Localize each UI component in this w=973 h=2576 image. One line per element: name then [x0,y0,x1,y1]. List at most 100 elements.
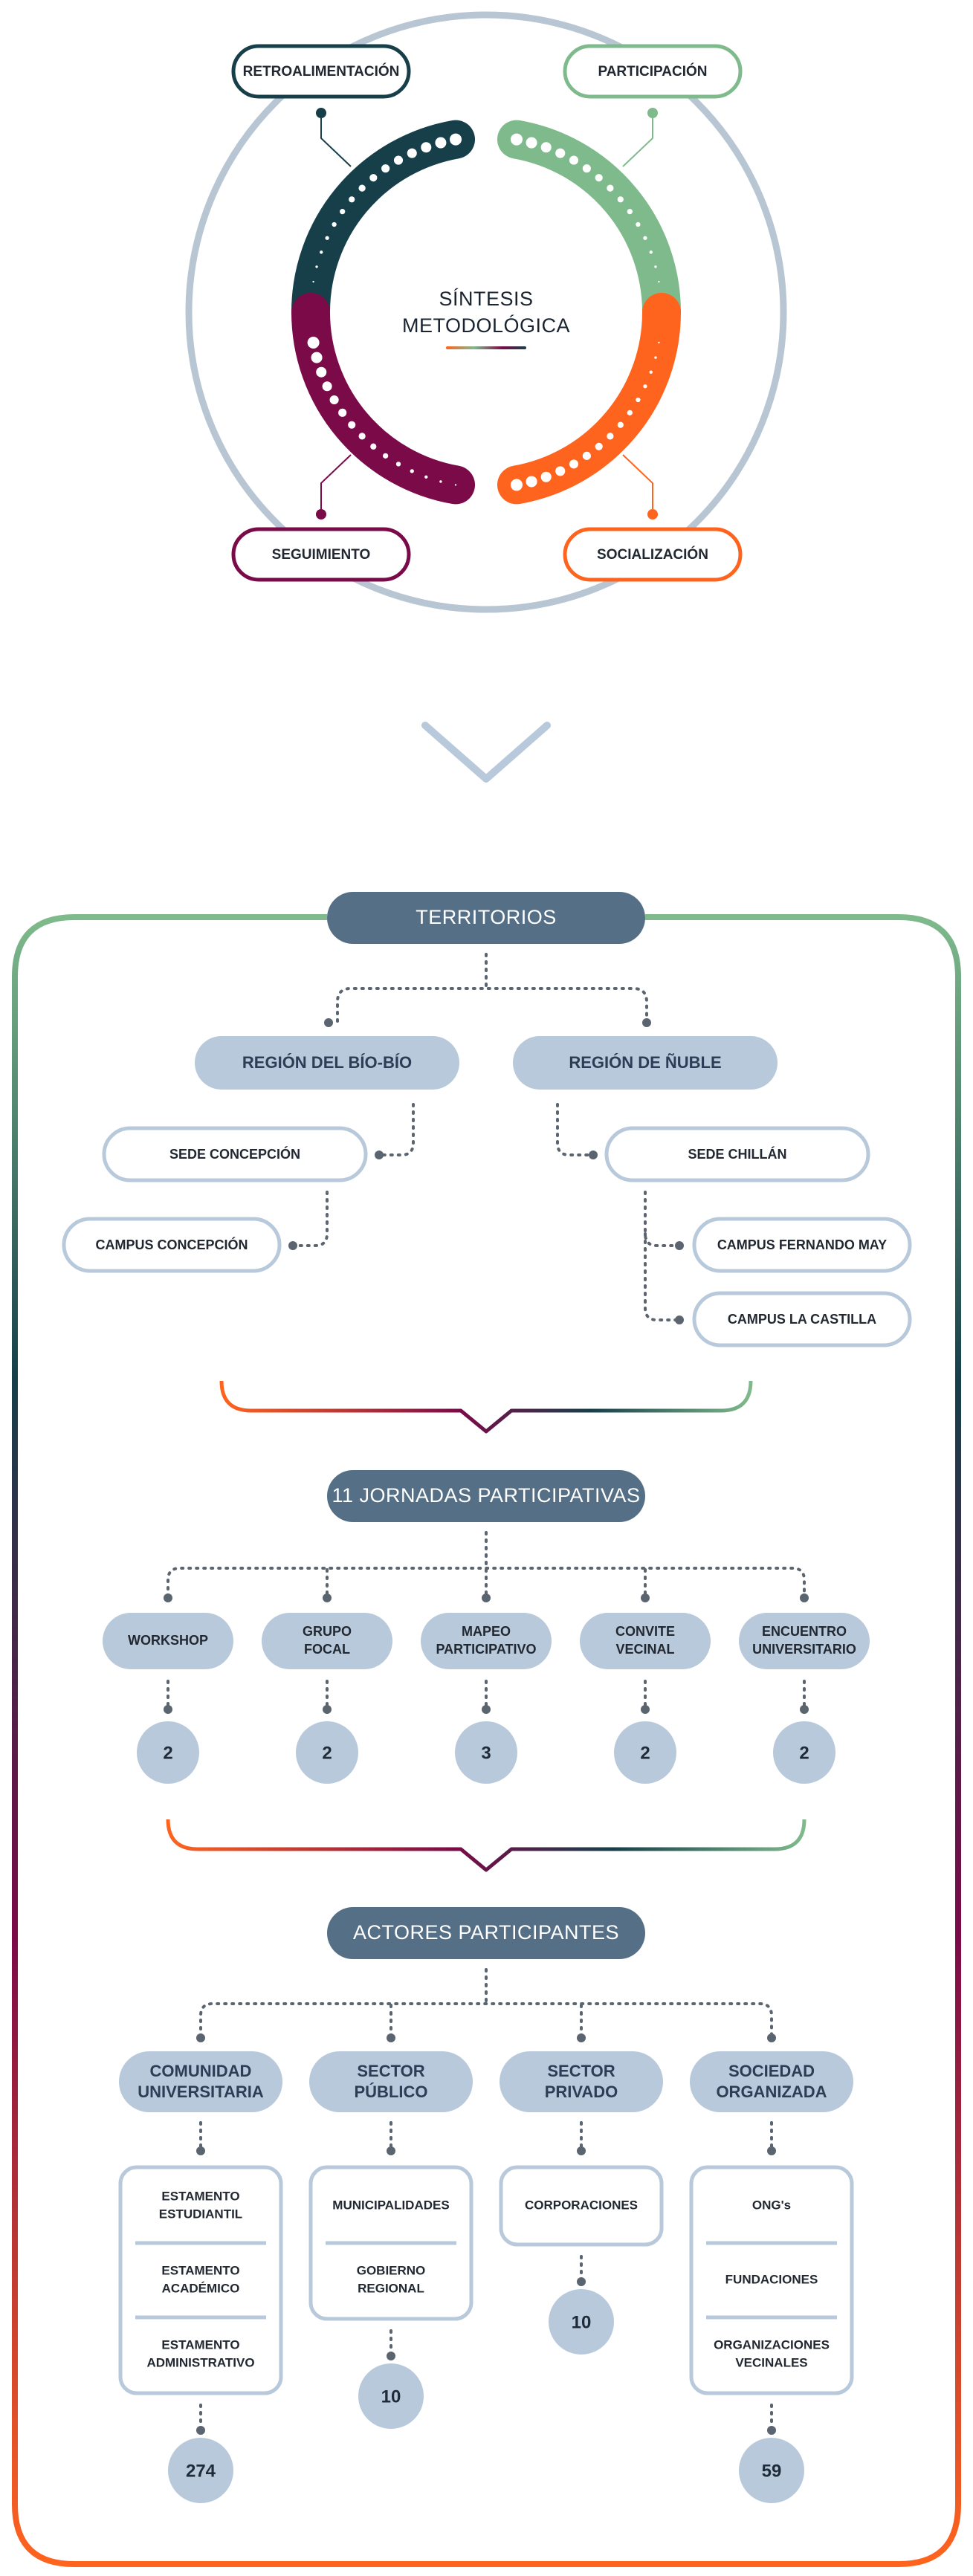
arc-dot [340,209,346,215]
arc-dot [569,155,579,165]
jornada-pill [103,1613,233,1669]
arc-dot [316,366,327,378]
member-label-line1: ESTAMENTO [161,2263,239,2277]
connector-dot [767,2033,776,2042]
arc-dot [569,459,579,469]
region-name: REGIÓN DEL BÍO-BÍO [242,1053,412,1072]
arc-dot [349,196,355,203]
actor-header-pill [690,2051,853,2112]
actor-header-line2: PÚBLICO [355,2083,428,2101]
arc-dot [582,451,591,460]
member-label: ONG's [752,2198,791,2212]
actor-count-badge [168,2438,233,2503]
region-nuble: REGIÓN DE ÑUBLE [513,1036,778,1090]
arc-dot [555,148,566,158]
connector-retroalimentacion [316,108,352,167]
arc-dot [649,370,653,374]
arc-dot [654,356,657,359]
campus-label: CAMPUS CONCEPCIÓN [95,1237,248,1252]
actor-count-badge [739,2438,804,2503]
jornada-label-line2: FOCAL [304,1642,350,1657]
jornada-label-line2: VECINAL [615,1642,674,1657]
arc-dot [582,164,591,173]
connector-dot [641,1593,650,1602]
actor-members-box [499,2165,664,2247]
connector-seguimiento [316,454,352,520]
arc-dot [540,471,552,482]
jornada-count: 2 [640,1743,650,1763]
jornada-count-badge [296,1721,358,1784]
connector-dot [482,1593,491,1602]
jornada-label-line1: MAPEO [462,1624,511,1639]
center-underline [446,346,526,349]
actor-header-line1: SECTOR [357,2062,424,2080]
stage-label: SEGUIMIENTO [272,547,371,563]
actor-header-line1: COMUNIDAD [150,2062,252,2080]
arc-dot [627,209,633,215]
jornadas-section: 11 JORNADAS PARTICIPATIVAS WORKSHOP2GRUP… [103,1470,870,1872]
actor-group: SOCIEDADORGANIZADAONG'sFUNDACIONESORGANI… [689,2033,854,2503]
actor-header-line2: ORGANIZADA [716,2083,827,2101]
territorios-brace [219,1380,753,1434]
arc-dot [312,280,314,283]
arc-dot [381,164,390,173]
arc-dot [555,466,566,476]
arc-dot [627,410,633,415]
connector-dot [767,2426,776,2435]
arc-dot [454,484,457,486]
arc-dot [658,341,660,344]
arc-dot [329,395,339,405]
actor-count: 274 [186,2461,216,2481]
campus-la-castilla: CAMPUS LA CASTILLA [692,1291,912,1347]
stage-participacion: PARTICIPACIÓN [563,44,743,99]
jornada-count-badge [614,1721,676,1784]
arc-dot [643,236,647,240]
jornada-count: 2 [322,1743,332,1763]
connector-dot [196,2146,205,2155]
territorios-connector-dots [288,1018,684,1324]
center-title-line1: SÍNTESIS [439,288,533,310]
center-title-line2: METODOLÓGICA [402,314,570,337]
stage-retroalimentacion: RETROALIMENTACIÓN [231,44,411,99]
connector-dot [164,1705,172,1714]
arc-dot [450,133,462,146]
arc-dot [421,142,432,153]
member-label-line2: ADMINISTRATIVO [146,2355,254,2369]
stage-label: RETROALIMENTACIÓN [243,63,400,80]
jornadas-items: WORKSHOP2GRUPOFOCAL2MAPEOPARTICIPATIVO3C… [103,1593,870,1784]
territorios-title-pill [327,892,645,944]
connector-dot [577,2277,586,2286]
connector-socializacion [622,454,658,520]
jornada-label-line1: CONVITE [615,1624,675,1639]
connector-dot [196,2033,205,2042]
connector-dot [767,2146,776,2155]
jornada-label-line1: ENCUENTRO [762,1624,847,1639]
jornada-item: CONVITE VECINAL 2 [580,1593,711,1784]
jornada-label-line2: UNIVERSITARIO [752,1642,856,1657]
jornada-pill [421,1613,552,1669]
methodology-cycle: RETROALIMENTACIÓN PARTICIPACIÓN SEGUIMIE… [185,11,787,613]
arc-dot [636,221,641,227]
arc-dot [307,336,320,349]
arc-dot [320,250,323,254]
connector-dot [577,2033,586,2042]
outer-ring [185,11,787,613]
connector-dot [800,1705,809,1714]
arc-dot [369,174,378,182]
arc-dot [315,265,318,268]
connector-dot [323,1705,332,1714]
jornadas-title: 11 JORNADAS PARTICIPATIVAS [332,1484,640,1507]
actor-members-box [118,2165,283,2395]
actor-group: COMUNIDADUNIVERSITARIAESTAMENTOESTUDIANT… [118,2033,283,2503]
actor-group: SECTORPÚBLICOMUNICIPALIDADESGOBIERNOREGI… [308,2033,473,2429]
arc-dot [526,476,537,488]
actores-connectors [199,1968,773,2038]
arc-dot [370,443,377,450]
arc-dot [595,174,603,182]
